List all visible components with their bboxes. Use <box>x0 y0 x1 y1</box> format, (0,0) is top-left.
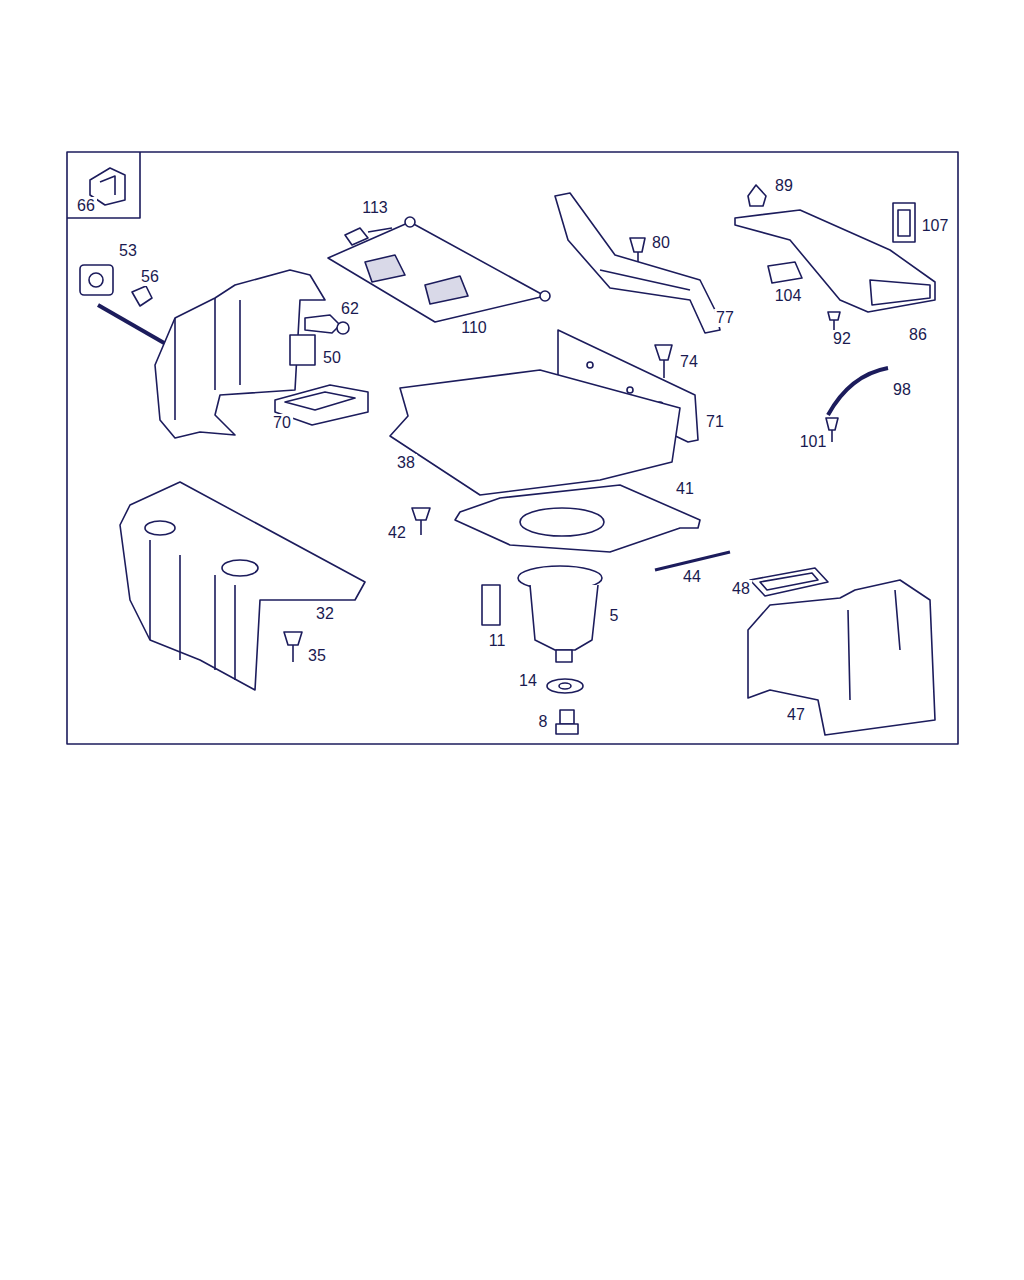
callout-number: 50 <box>321 349 343 367</box>
callout-number: 89 <box>773 177 795 195</box>
callout-number: 92 <box>831 330 853 348</box>
callout-number: 5 <box>608 607 621 625</box>
callout-number: 56 <box>139 268 161 286</box>
inset-box: 66 <box>67 152 140 218</box>
callout-number: 86 <box>907 326 929 344</box>
callout-number: 42 <box>386 524 408 542</box>
callout-number: 74 <box>678 353 700 371</box>
callout-number: 62 <box>339 300 361 318</box>
callout-number: 98 <box>891 381 913 399</box>
callout-number: 32 <box>314 605 336 623</box>
callout-number: 8 <box>537 713 550 731</box>
callout-number: 14 <box>517 672 539 690</box>
callout-number: 70 <box>271 414 293 432</box>
callout-number: 77 <box>714 309 736 327</box>
callout-number: 47 <box>785 706 807 724</box>
callout-number: 48 <box>730 580 752 598</box>
callout-number: 41 <box>674 480 696 498</box>
callout-number: 38 <box>395 454 417 472</box>
callout-number: 66 <box>75 197 97 215</box>
callout-number: 110 <box>459 319 489 337</box>
callout-number: 107 <box>920 217 951 235</box>
callout-number: 104 <box>773 287 804 305</box>
callout-number: 113 <box>360 199 390 217</box>
callout-number: 35 <box>306 647 328 665</box>
callout-number: 44 <box>681 568 703 586</box>
callout-number: 80 <box>650 234 672 252</box>
callout-number: 101 <box>798 433 829 451</box>
callout-number: 53 <box>117 242 139 260</box>
callout-number: 71 <box>704 413 726 431</box>
callout-number: 11 <box>487 632 508 650</box>
